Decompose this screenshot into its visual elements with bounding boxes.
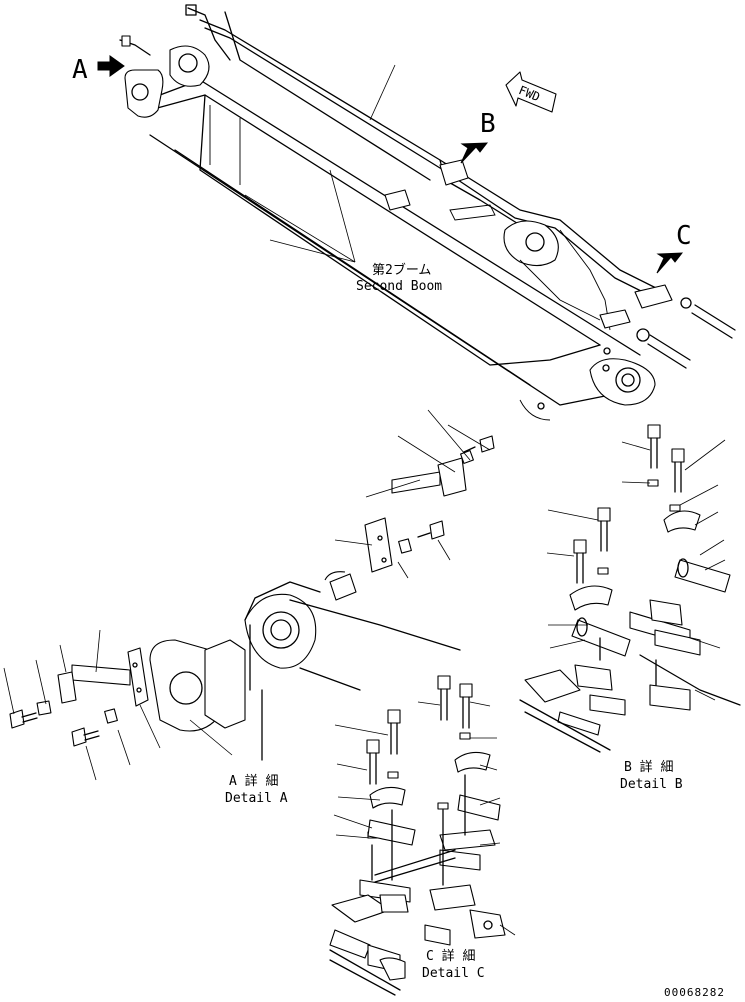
detail-a-label-en: Detail A [225,791,288,806]
callout-c: C [656,221,692,274]
fwd-indicator: FWD [505,71,557,113]
detail-b [519,424,741,753]
detail-c-label-jp: C 詳 細 [426,948,475,964]
detail-a-label-jp: A 詳 細 [229,773,278,789]
detail-b-label-jp: B 詳 細 [624,759,673,775]
detail-b-label-en: Detail B [620,777,683,792]
drawing-number: 00068282 [664,986,725,999]
detail-c-label-en: Detail C [422,966,485,981]
arrow-c-icon [656,252,684,274]
callout-c-letter: C [676,221,692,251]
fwd-arrow-icon [505,71,557,113]
callout-b-letter: B [480,109,496,139]
second-boom-assembly [119,4,736,421]
detail-c [329,675,516,996]
arrow-a-icon [97,55,125,77]
boom-label-en: Second Boom [356,279,442,294]
detail-a [3,409,495,781]
callout-b: B [460,109,496,164]
callout-a: A [72,55,125,85]
callout-a-letter: A [72,55,88,85]
boom-label-jp: 第2ブーム [372,262,431,278]
arrow-b-icon [460,142,489,164]
